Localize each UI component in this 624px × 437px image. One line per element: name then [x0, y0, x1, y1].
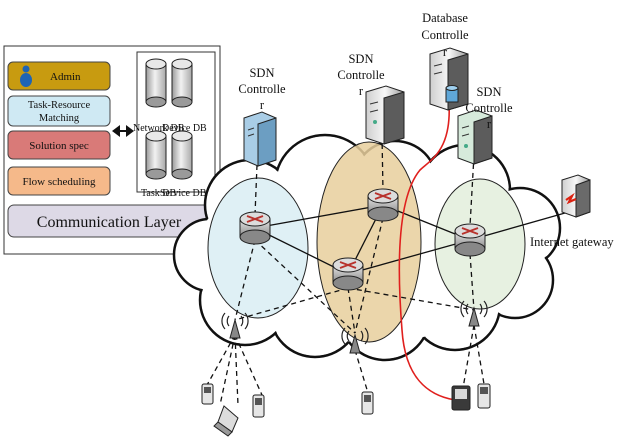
sdn-controller-right-server-icon: [457, 109, 493, 165]
middle-domain-region: [316, 141, 422, 343]
flip-phone-icon: [213, 405, 239, 437]
solution-spec-box: [7, 130, 111, 160]
sdn-controller-left-server-icon: [243, 111, 277, 167]
admin-box: [7, 61, 111, 91]
mobile-phone-icon: [361, 391, 374, 415]
router-left-icon: [239, 211, 271, 245]
links: [206, 134, 566, 406]
service-db-icon: [171, 130, 193, 180]
task-db-label: Task DB: [141, 188, 176, 199]
network-cloud: [172, 133, 562, 362]
communication-layer-label: Communication Layer: [37, 214, 182, 231]
internet-gateway-label: Internet gateway: [530, 235, 614, 249]
database-controller-server-icon: [429, 47, 469, 111]
device-db-label: Device DB: [162, 123, 207, 134]
double-arrow-icon: [112, 125, 134, 137]
mobile-phone-icon: [252, 394, 265, 418]
router-middle-bottom-icon: [332, 257, 364, 291]
router-middle-top-icon: [367, 188, 399, 222]
flow-scheduling-label: Flow scheduling: [22, 176, 96, 188]
flow-scheduling-box: [7, 166, 111, 196]
device-db-icon: [171, 58, 193, 108]
task-resource-box: [7, 95, 111, 127]
pda-device-icon: [451, 385, 471, 411]
sdn-controller-middle-server-icon: [365, 85, 405, 145]
service-db-label: Service DB: [160, 188, 207, 199]
router-right-icon: [454, 223, 486, 257]
base-station-right-icon: [460, 300, 488, 327]
mobile-phone-icon: [201, 383, 214, 405]
base-station-left-icon: [221, 312, 249, 339]
mobile-phone-icon: [477, 383, 491, 409]
left-domain-region: [207, 177, 309, 319]
admin-icon: [20, 65, 32, 87]
internet-gateway-server-icon: [561, 174, 591, 218]
base-station-middle-icon: [341, 327, 369, 354]
solution-spec-label: Solution spec: [29, 140, 89, 152]
network-db-icon: [145, 58, 167, 108]
task-db-icon: [145, 130, 167, 180]
admin-label: Admin: [50, 71, 81, 83]
network-db-label: Network DB: [133, 123, 185, 134]
database-controller-link: [398, 91, 456, 401]
